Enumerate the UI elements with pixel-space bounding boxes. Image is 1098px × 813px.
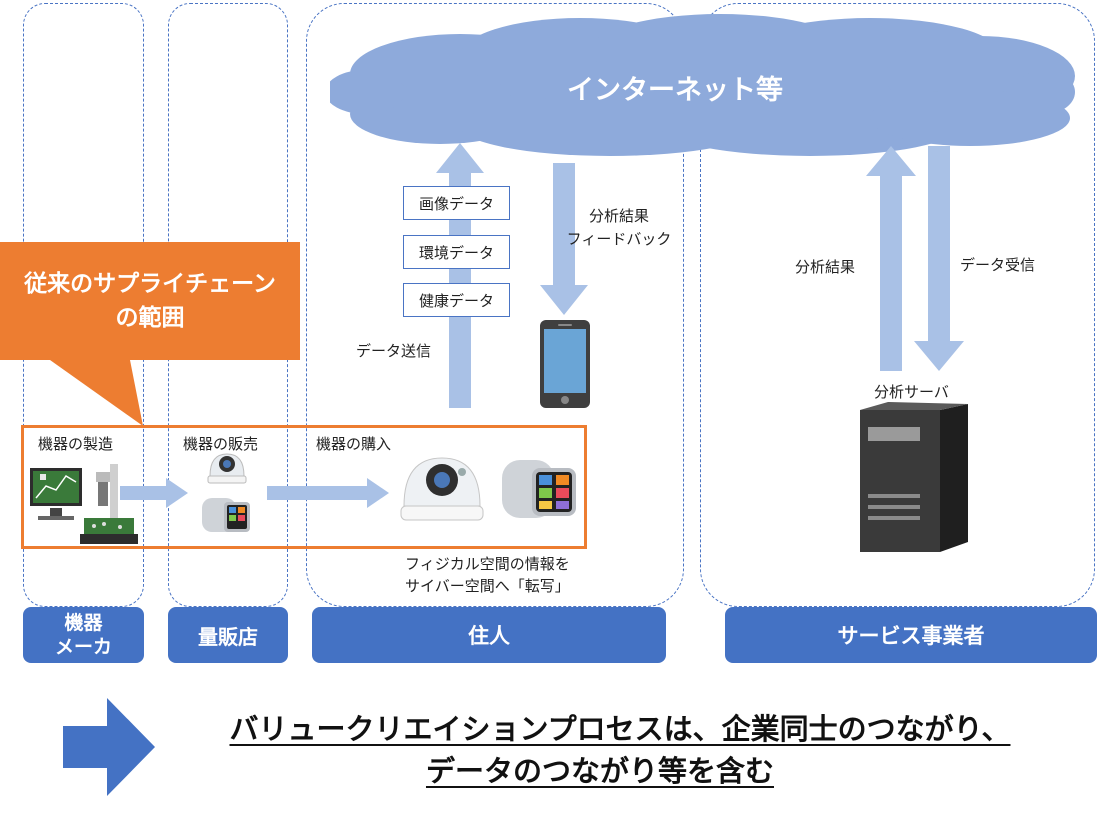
callout-text: 従来のサプライチェーン の範囲 bbox=[0, 242, 300, 360]
data-box-environment: 環境データ bbox=[403, 235, 510, 269]
lane-resident bbox=[306, 3, 684, 607]
service-result-arrow bbox=[866, 146, 916, 371]
supply-chain-range bbox=[21, 425, 587, 549]
callout-line1: 従来のサプライチェーン bbox=[24, 271, 276, 297]
data-box-image: 画像データ bbox=[403, 186, 510, 220]
feedback-label-line2: フィードバック bbox=[566, 230, 672, 248]
manufacturing-microscope-icon bbox=[30, 464, 138, 544]
stage-purchase-label: 機器の購入 bbox=[316, 435, 392, 453]
callout-line2: の範囲 bbox=[115, 305, 185, 331]
upload-arrow bbox=[436, 143, 484, 408]
internet-cloud bbox=[330, 14, 1075, 156]
transfer-caption-line1: フィジカル空間の情報を bbox=[405, 555, 570, 573]
data-box-health: 健康データ bbox=[403, 283, 510, 317]
service-result-label: 分析結果 bbox=[795, 258, 856, 276]
retail-dome-camera-icon bbox=[207, 453, 247, 484]
feedback-label-line1: 分析結果 bbox=[588, 207, 649, 225]
feedback-arrow bbox=[540, 163, 588, 315]
lane-label-retailer: 量販店 bbox=[168, 607, 288, 663]
supply-chain-callout bbox=[0, 242, 300, 426]
service-receive-label: データ受信 bbox=[960, 256, 1036, 274]
lane-label-service: サービス事業者 bbox=[725, 607, 1097, 663]
lane-label-maker-line2: メーカ bbox=[54, 636, 112, 658]
conclusion-line1: バリュークリエイションプロセスは、企業同士のつながり、 bbox=[229, 712, 1011, 746]
lane-label-maker: 機器 メーカ bbox=[23, 607, 144, 663]
conclusion-arrow-icon bbox=[63, 698, 155, 796]
resident-dome-camera-icon bbox=[400, 457, 484, 521]
transfer-caption-line2: サイバー空間へ「転写」 bbox=[405, 577, 570, 595]
flow-arrow-retail-to-resident bbox=[267, 478, 389, 508]
server-label: 分析サーバ bbox=[874, 383, 949, 401]
resident-smartwatch-icon bbox=[502, 460, 576, 518]
lane-service bbox=[700, 3, 1095, 607]
service-receive-arrow bbox=[914, 146, 964, 371]
server-icon bbox=[860, 402, 968, 552]
smartphone-icon bbox=[540, 320, 590, 408]
lane-label-resident: 住人 bbox=[312, 607, 666, 663]
lane-label-maker-line1: 機器 bbox=[64, 612, 103, 634]
data-send-label: データ送信 bbox=[356, 342, 432, 360]
cloud-label: インターネット等 bbox=[567, 75, 783, 106]
conclusion-line2: データのつながり等を含む bbox=[425, 754, 774, 788]
stage-manufacture-label: 機器の製造 bbox=[38, 435, 114, 453]
flow-arrow-maker-to-retail bbox=[120, 478, 188, 508]
retail-smartwatch-icon bbox=[202, 498, 250, 532]
stage-sales-label: 機器の販売 bbox=[183, 435, 259, 453]
